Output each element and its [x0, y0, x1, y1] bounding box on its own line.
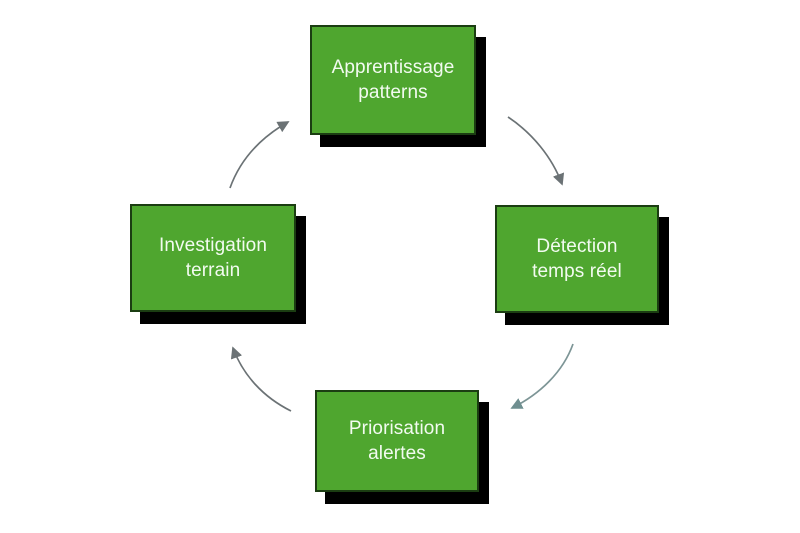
node-label-detection-temps-reel: Détection temps réel	[532, 235, 622, 282]
node-apprentissage-patterns[interactable]: Apprentissage patterns	[310, 25, 476, 135]
node-label-apprentissage-patterns: Apprentissage patterns	[331, 56, 455, 103]
arrow-right-to-bottom	[510, 343, 574, 409]
node-investigation-terrain[interactable]: Investigation terrain	[130, 204, 296, 312]
arrow-bottom-to-left	[230, 346, 292, 412]
node-label-priorisation-alertes: Priorisation alertes	[348, 417, 446, 464]
node-priorisation-alertes[interactable]: Priorisation alertes	[315, 390, 479, 492]
arrow-left-to-top	[229, 121, 290, 189]
node-label-investigation-terrain: Investigation terrain	[159, 234, 267, 281]
node-detection-temps-reel[interactable]: Détection temps réel	[495, 205, 659, 313]
arrow-top-to-right	[507, 116, 565, 186]
